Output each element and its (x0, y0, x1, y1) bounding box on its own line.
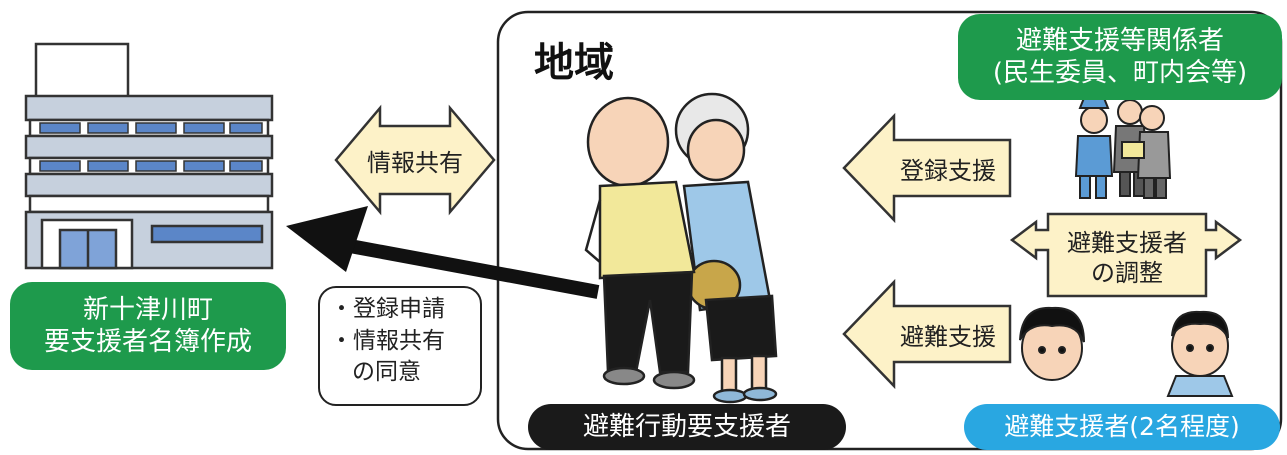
coordination-label: 避難支援者 の調整 (1048, 222, 1206, 294)
stakeholders-label-line2: (民生委員、町内会等) (992, 58, 1248, 88)
supporter-woman-icon (1019, 306, 1085, 381)
city-hall-label: 新十津川町 要支援者名簿作成 (10, 282, 286, 370)
city-hall-label-line1: 新十津川町 (82, 294, 213, 325)
region-box (496, 10, 1283, 451)
person-label: 避難行動要支援者 (528, 404, 846, 450)
info-share-label: 情報共有 (367, 148, 463, 177)
supporters-label: 避難支援者(2名程度) (964, 404, 1280, 450)
supporter-man-icon (1166, 310, 1234, 397)
consent-item-registration: ・登録申請 (330, 296, 445, 322)
elderly-couple-icon (584, 92, 778, 404)
evacuation-support-label: 避難支援 (900, 322, 996, 351)
city-hall-label-line2: 要支援者名簿作成 (43, 327, 252, 357)
coordination-bracket-icon (1009, 212, 1243, 298)
consent-item-info-share: ・情報共有 (330, 327, 445, 354)
stakeholders-label-line1: 避難支援等関係者 (1015, 25, 1224, 56)
evacuation-arrow-icon (842, 278, 1012, 390)
city-hall-building-icon (24, 42, 274, 270)
officials-group-icon (1074, 97, 1172, 199)
region-title: 地域 (534, 40, 614, 86)
stakeholders-label: 避難支援等関係者 (民生委員、町内会等) (958, 14, 1282, 100)
coordination-label-line2: の調整 (1091, 259, 1163, 287)
coordination-label-line1: 避難支援者 (1067, 229, 1187, 257)
application-arrow-icon (286, 206, 600, 299)
registration-arrow-icon (842, 112, 1012, 224)
registration-support-label: 登録支援 (900, 156, 996, 185)
consent-box: ・登録申請 ・情報共有 の同意 (318, 286, 482, 406)
consent-item-consent: の同意 (352, 359, 421, 386)
info-share-arrow-icon (334, 104, 496, 216)
